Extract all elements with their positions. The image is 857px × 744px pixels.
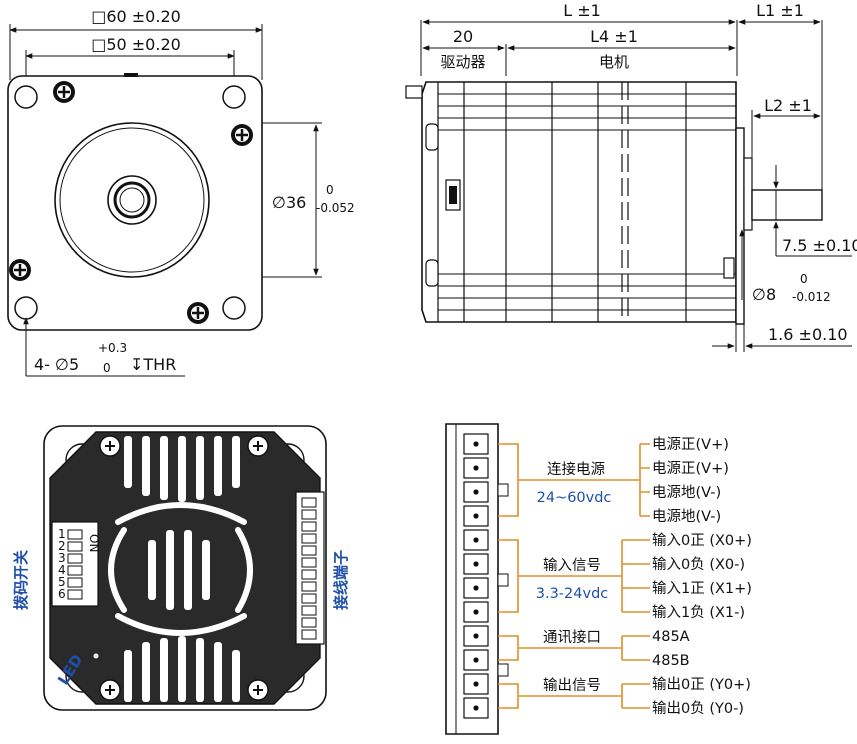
dim-36-lower: -0.052 [316, 201, 355, 215]
screw-icon [53, 81, 75, 103]
pin-dot [473, 585, 479, 591]
mount-hole [14, 296, 38, 320]
dip-number: 1 [58, 527, 66, 541]
mount-hole [222, 296, 246, 320]
pin-dot [473, 657, 479, 663]
connector-diagram: 连接电源 24~60vdc 输入信号 3.3-24vdc 通讯接口 输出信号 电… [445, 423, 752, 735]
hole-callout-label: 4- ∅5 [34, 355, 79, 374]
dip-number: 2 [58, 539, 66, 553]
group-sub-power: 24~60vdc [537, 490, 612, 506]
terminal-label: 接线端子 [332, 550, 350, 610]
hole-lower: 0 [103, 361, 111, 375]
dim-8-lower: -0.012 [792, 290, 831, 304]
screw-icon [187, 302, 209, 324]
dip-number: 6 [58, 587, 66, 601]
pin-dot [473, 513, 479, 519]
pin-label: 485B [652, 653, 690, 669]
dim-L-label: L ±1 [563, 1, 601, 20]
pin-label: 输入0负 (X0-) [652, 556, 745, 573]
pin-dot [473, 441, 479, 447]
shaft-side [751, 189, 823, 221]
screw-icon [247, 679, 269, 701]
pin-label: 485A [652, 629, 690, 645]
flange-side [735, 127, 745, 325]
dim-50-label: □50 ±0.20 [91, 35, 181, 54]
screw-icon [247, 435, 269, 457]
rear-view: 1 2 3 4 5 6 ON LED 拨码开关 接线端子 [12, 425, 350, 711]
group-sub-input: 3.3-24vdc [536, 586, 609, 602]
dim-L4-label: L4 ±1 [590, 27, 638, 46]
side-view: L ±1 L1 ±1 20 L4 ±1 驱动器 电机 [405, 1, 857, 352]
pin-dot [473, 705, 479, 711]
dim-L2-label: L2 ±1 [764, 96, 812, 115]
pin-dot [473, 489, 479, 495]
dim-L1-label: L1 ±1 [756, 1, 804, 20]
group-label-power: 连接电源 [547, 461, 605, 478]
pin-label: 输入1负 (X1-) [652, 604, 745, 621]
pin-label: 输入0正 (X0+) [652, 532, 752, 549]
dim-20-label: 20 [453, 27, 473, 46]
dim-60-label: □60 ±0.20 [91, 7, 181, 26]
pin-dot [473, 681, 479, 687]
driver-label: 驱动器 [440, 53, 485, 71]
dip-number: 5 [58, 575, 66, 589]
mount-hole [14, 85, 38, 109]
group-label-comm: 通讯接口 [543, 629, 601, 646]
pin-dot [473, 465, 479, 471]
dim-8-label: ∅8 [752, 285, 776, 304]
screw-icon [9, 259, 31, 281]
mount-hole [222, 85, 246, 109]
screw-icon [99, 435, 121, 457]
screw-icon [231, 124, 253, 146]
pin-label: 输入1正 (X1+) [652, 580, 752, 597]
pin-dot [473, 609, 479, 615]
pin-label: 输出0负 (Y0-) [652, 700, 744, 717]
pin-label: 电源正(V+) [652, 460, 729, 477]
pin-label: 输出0正 (Y0+) [652, 676, 751, 693]
pin-label: 电源正(V+) [652, 436, 729, 453]
pin-label: 电源地(V-) [652, 484, 721, 501]
front-view: □60 ±0.20 □50 ±0.20 [7, 7, 355, 377]
hole-suffix: ↧THR [130, 355, 176, 374]
pin-dot [473, 537, 479, 543]
pin-dot [473, 633, 479, 639]
group-label-input: 输入信号 [543, 557, 601, 574]
pin-label: 电源地(V-) [652, 508, 721, 525]
dip-number: 3 [58, 551, 66, 565]
dip-on-label: ON [87, 534, 101, 552]
dim-36-label: ∅36 [272, 193, 306, 212]
dim-7-5-label: 7.5 ±0.10 [782, 236, 857, 255]
dip-switch-label: 拨码开关 [12, 550, 30, 610]
screw-icon [99, 679, 121, 701]
dim-8-upper: 0 [800, 272, 808, 286]
motor-label: 电机 [599, 53, 629, 71]
hole-upper: +0.3 [98, 341, 127, 355]
dim-1-6-label: 1.6 ±0.10 [768, 325, 848, 344]
dim-36-upper: 0 [326, 183, 334, 197]
group-label-output: 输出信号 [543, 677, 601, 694]
pin-dot [473, 561, 479, 567]
dip-number: 4 [58, 563, 66, 577]
